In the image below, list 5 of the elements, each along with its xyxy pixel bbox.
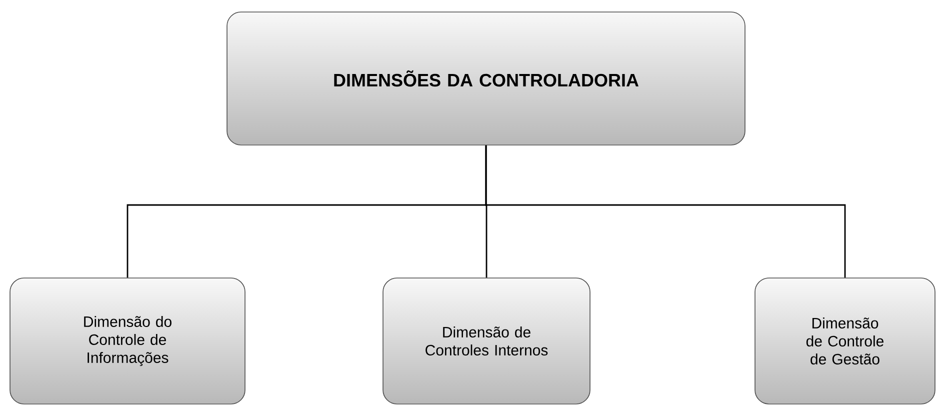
dimension-box: Dimensão do Controle de Informações [10, 278, 246, 404]
dimension-box: Dimensão de Controle de Gestão [754, 278, 936, 404]
title-box: DIMENSÕES DA CONTROLADORIA [226, 12, 746, 146]
dimension-box: Dimensão de Controles Internos [382, 278, 590, 404]
connector-line [485, 145, 846, 278]
